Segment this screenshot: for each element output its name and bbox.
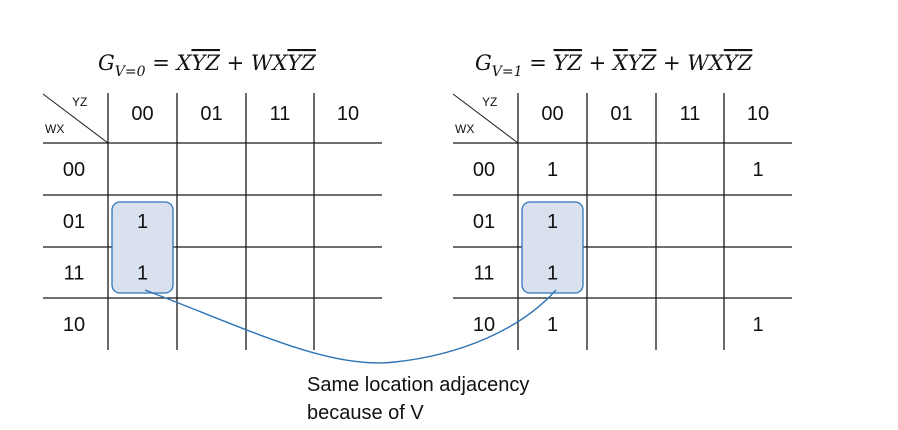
corner-diagonal [452, 93, 519, 144]
equation-term: W [687, 51, 711, 75]
column-header: 00 [541, 103, 563, 125]
equation-term: = [146, 51, 177, 75]
equation-term: Y [553, 51, 569, 75]
equation-term: Z [566, 51, 582, 75]
cell-value: 1 [547, 211, 558, 233]
equation-term: = [523, 51, 554, 75]
column-header: 00 [131, 103, 153, 125]
cell-value: 1 [752, 314, 763, 336]
column-header: 10 [337, 103, 359, 125]
equation-term: Z [204, 51, 220, 75]
equation-term: W [251, 51, 275, 75]
cell-value: 1 [752, 159, 763, 181]
cell-value: 1 [547, 159, 558, 181]
row-header: 11 [64, 263, 85, 285]
column-header: 11 [270, 103, 291, 125]
column-header: 10 [747, 103, 769, 125]
row-header: 01 [473, 211, 495, 233]
column-header: 01 [610, 103, 632, 125]
annotation-line-1: Same location adjacency [307, 374, 529, 396]
equation-term: Z [737, 51, 753, 75]
row-header: 10 [473, 314, 495, 336]
row-header: 10 [63, 314, 85, 336]
row-header: 00 [63, 159, 85, 181]
equation-subscript: V=0 [115, 64, 146, 80]
equation-lhs: G [475, 51, 492, 75]
cell-value: 1 [547, 263, 558, 285]
corner-label-wx: WX [45, 122, 64, 136]
row-header: 11 [474, 263, 495, 285]
equation-term: + [220, 51, 251, 75]
column-header: 11 [680, 103, 701, 125]
cell-value: 1 [137, 263, 148, 285]
equation-lhs: G [98, 51, 115, 75]
equation-term: + [582, 51, 613, 75]
corner-label-wx: WX [455, 122, 474, 136]
equation-v0: GV=0 = XYZ + WXYZ [98, 51, 316, 80]
annotation-line-2: because of V [307, 402, 424, 424]
equation-term: + [656, 51, 687, 75]
equation-term: X [174, 51, 192, 75]
corner-label-yz: YZ [72, 95, 87, 109]
adjacency-connector [144, 289, 557, 364]
equation-v1: GV=1 = YZ + XYZ + WXYZ [475, 51, 753, 80]
corner-diagonal [42, 93, 109, 144]
equation-term: Y [287, 51, 303, 75]
group-highlight [111, 201, 174, 294]
column-header: 01 [200, 103, 222, 125]
equation-term: X [270, 51, 288, 75]
row-header: 00 [473, 159, 495, 181]
row-header: 01 [63, 211, 85, 233]
equation-term: X [707, 51, 725, 75]
corner-label-yz: YZ [482, 95, 497, 109]
equation-term: Y [191, 51, 207, 75]
equation-term: Y [628, 51, 644, 75]
equation-term: Z [641, 51, 657, 75]
cell-value: 1 [547, 314, 558, 336]
equation-subscript: V=1 [492, 64, 523, 80]
cell-value: 1 [137, 211, 148, 233]
equation-term: X [611, 51, 629, 75]
equation-term: Z [300, 51, 316, 75]
equation-term: Y [724, 51, 740, 75]
